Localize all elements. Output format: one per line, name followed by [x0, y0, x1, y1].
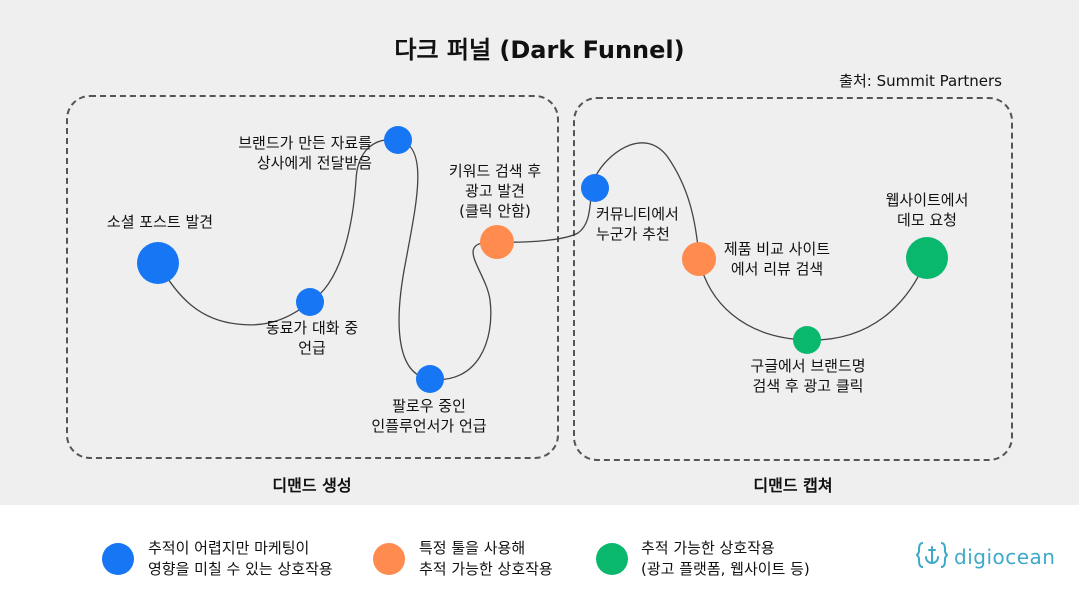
- legend-green-dot: [596, 543, 628, 575]
- node-influencer-label: 팔로우 중인 인플루언서가 언급: [371, 397, 487, 435]
- legend-area: 추적이 어렵지만 마케팅이 영향을 미칠 수 있는 상호작용 특정 툴을 사용해…: [0, 505, 1079, 608]
- node-keyword-ad-label: 키워드 검색 후 광고 발견 (클릭 안함): [448, 162, 542, 220]
- node-brand-content-label: 브랜드가 만든 자료를 상사에게 전달받음: [238, 134, 372, 172]
- legend-orange-text: 특정 툴을 사용해 추적 가능한 상호작용: [419, 539, 553, 578]
- node-demo-request-label: 웹사이트에서 데모 요청: [885, 191, 969, 229]
- node-demo-request-dot: [906, 237, 948, 279]
- page-title: 다크 퍼널 (Dark Funnel): [394, 36, 685, 64]
- node-google-brand-dot: [793, 326, 821, 354]
- legend-blue-dot: [102, 543, 134, 575]
- node-colleague-talk-label: 동료가 대화 중 언급: [265, 319, 359, 357]
- legend-green-text: 추적 가능한 상호작용 (광고 플랫폼, 웹사이트 등): [641, 539, 810, 578]
- node-brand-content-dot: [384, 126, 412, 154]
- node-review-site-dot: [682, 242, 716, 276]
- legend-orange-dot: [373, 543, 405, 575]
- demand-generation-label: 디맨드 생성: [272, 476, 352, 495]
- anchor-bracket-icon: [915, 539, 949, 575]
- demand-generation-panel: [66, 95, 559, 459]
- demand-capture-panel: [573, 97, 1013, 461]
- node-social-post-dot: [137, 242, 179, 284]
- node-community-dot: [581, 174, 609, 202]
- demand-capture-label: 디맨드 캡쳐: [753, 476, 833, 495]
- node-google-brand-label: 구글에서 브랜드명 검색 후 광고 클릭: [750, 357, 866, 395]
- source-note: 출처: Summit Partners: [839, 72, 1002, 90]
- node-review-site-label: 제품 비교 사이트 에서 리뷰 검색: [723, 240, 831, 278]
- diagram-area: 다크 퍼널 (Dark Funnel) 출처: Summit Partners …: [66, 36, 1013, 495]
- node-keyword-ad-dot: [480, 225, 514, 259]
- logo-text: digiocean: [954, 545, 1056, 569]
- node-social-post-label: 소셜 포스트 발견: [106, 213, 214, 231]
- digiocean-logo: digiocean: [915, 539, 1056, 575]
- node-community-label: 커뮤니티에서 누군가 추천: [596, 205, 679, 243]
- legend-blue-text: 추적이 어렵지만 마케팅이 영향을 미칠 수 있는 상호작용: [148, 539, 333, 578]
- node-influencer-dot: [416, 365, 444, 393]
- node-colleague-talk-dot: [296, 288, 324, 316]
